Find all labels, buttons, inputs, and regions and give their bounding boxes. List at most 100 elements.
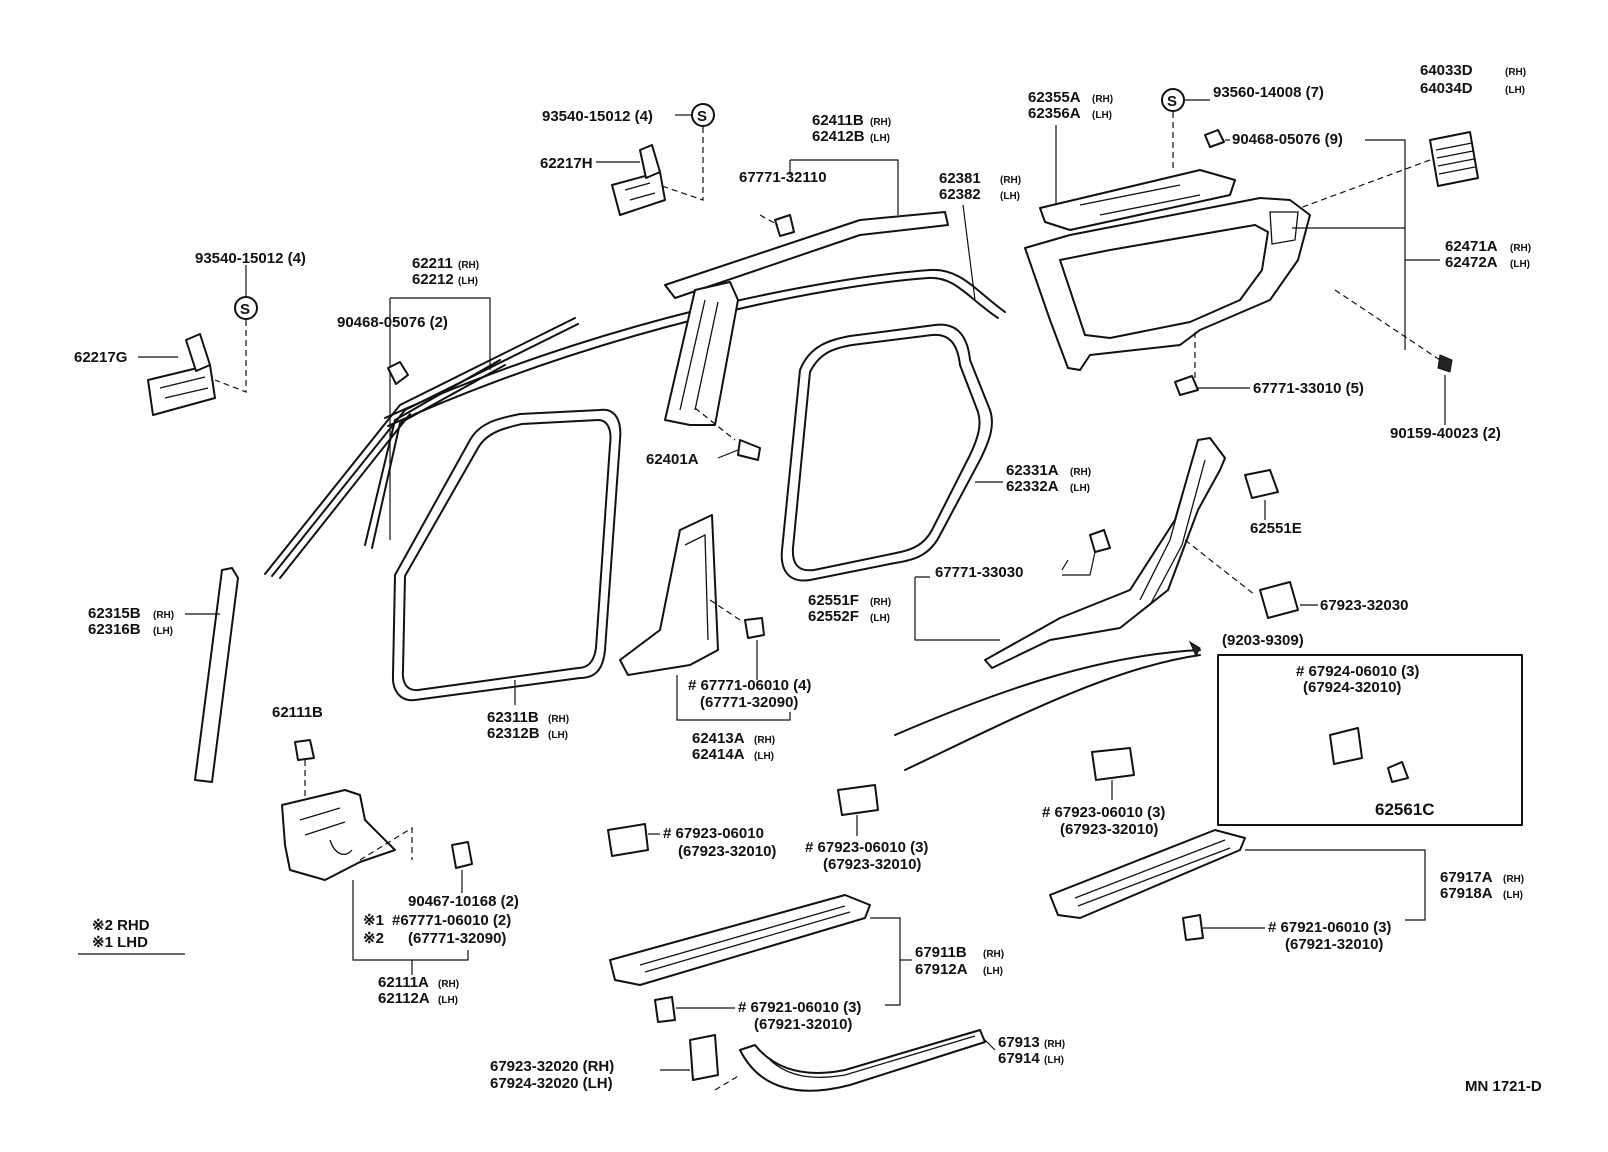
label-62401a: 62401A — [646, 451, 699, 468]
svg-text:(LH): (LH) — [548, 730, 568, 741]
svg-text:(RH): (RH) — [153, 610, 174, 621]
svg-text:(RH): (RH) — [1092, 94, 1113, 105]
svg-text:(LH): (LH) — [1503, 890, 1523, 901]
label-67923-c2: (67923-32010) — [1060, 821, 1158, 838]
label-67913: 67913 — [998, 1034, 1040, 1051]
label-93560-14008: 93560-14008 (7) — [1213, 84, 1324, 101]
label-67917a: 67917A — [1440, 869, 1493, 886]
clip-62561c-icon — [1387, 761, 1409, 783]
label-67921-a2: (67921-32010) — [754, 1016, 852, 1033]
screw-s-icon: S — [234, 296, 258, 320]
label-62552f: 62552F — [808, 608, 859, 625]
svg-text:(RH): (RH) — [1000, 175, 1021, 186]
label-67923-a2: (67923-32010) — [678, 843, 776, 860]
svg-text:(RH): (RH) — [1044, 1039, 1065, 1050]
label-62112a: 62112A — [378, 990, 430, 1007]
svg-text:(LH): (LH) — [438, 995, 458, 1006]
clip-67923-a-icon — [607, 823, 649, 857]
label-note2: ※2 — [363, 930, 384, 947]
label-62381: 62381 — [939, 170, 981, 187]
label-67924-32020: 67924-32020 (LH) — [490, 1075, 613, 1092]
label-62355a: 62355A — [1028, 89, 1081, 106]
label-62217g: 62217G — [74, 349, 127, 366]
clip-67923-32020-icon — [689, 1034, 719, 1081]
label-67914: 67914 — [998, 1050, 1040, 1067]
clip-67771-33010-icon — [1174, 375, 1199, 396]
clip-90468-9-icon — [1204, 129, 1225, 148]
svg-text:(RH): (RH) — [870, 117, 891, 128]
label-93540-15012-top: 93540-15012 (4) — [542, 108, 653, 125]
label-67771-32090b: (67771-32090) — [408, 930, 506, 947]
label-box-range: (9203-9309) — [1222, 632, 1304, 649]
svg-text:(LH): (LH) — [870, 613, 890, 624]
label-67771-33010: 67771-33010 (5) — [1253, 380, 1364, 397]
svg-text:(LH): (LH) — [458, 276, 478, 287]
svg-text:(RH): (RH) — [1503, 874, 1524, 885]
label-67771-32090: (67771-32090) — [700, 694, 798, 711]
label-67923-a1: # 67923-06010 — [663, 825, 764, 842]
label-62414a: 62414A — [692, 746, 745, 763]
label-62331a: 62331A — [1006, 462, 1059, 479]
legend-rhd: ※2 RHD — [92, 917, 150, 934]
svg-text:(LH): (LH) — [1092, 110, 1112, 121]
screw-s-icon: S — [1161, 88, 1185, 112]
label-62211: 62211 — [412, 255, 453, 272]
label-box-line1: # 67924-06010 (3) — [1296, 663, 1419, 680]
label-62472a: 62472A — [1445, 254, 1498, 271]
label-67923-c1: # 67923-06010 (3) — [1042, 804, 1165, 821]
label-62413a: 62413A — [692, 730, 745, 747]
svg-text:(LH): (LH) — [153, 626, 173, 637]
clip-62401a-icon — [737, 439, 761, 461]
svg-text:S: S — [697, 108, 707, 125]
label-67923-b1: # 67923-06010 (3) — [805, 839, 928, 856]
clip-67771-06010-icon — [744, 617, 765, 639]
label-67923-32020: 67923-32020 (RH) — [490, 1058, 614, 1075]
label-67771-06010b: #67771-06010 (2) — [392, 912, 511, 929]
label-box-line2: (67924-32010) — [1303, 679, 1401, 696]
label-67918a: 67918A — [1440, 885, 1493, 902]
label-note1: ※1 — [363, 912, 384, 929]
label-62217h: 62217H — [540, 155, 593, 172]
label-62316b: 62316B — [88, 621, 141, 638]
svg-text:(LH): (LH) — [1510, 259, 1530, 270]
clip-62551e-icon — [1244, 469, 1279, 499]
svg-text:(LH): (LH) — [754, 751, 774, 762]
label-62551f: 62551F — [808, 592, 859, 609]
label-64034d: 64034D — [1420, 80, 1473, 97]
label-67771-32110: 67771-32110 — [739, 169, 827, 186]
svg-text:(LH): (LH) — [1070, 483, 1090, 494]
label-67911b: 67911B — [915, 944, 967, 961]
bracket-62217g — [147, 333, 216, 416]
svg-text:(LH): (LH) — [1044, 1055, 1064, 1066]
svg-text:(RH): (RH) — [1505, 67, 1526, 78]
label-90468-05076-9: 90468-05076 (9) — [1232, 131, 1343, 148]
clip-67923-c-icon — [1091, 747, 1135, 781]
vent-grille-64033d — [1429, 131, 1479, 187]
clip-67921-a-icon — [654, 996, 676, 1023]
label-93540-15012-left: 93540-15012 (4) — [195, 250, 306, 267]
label-67921-b1: # 67921-06010 (3) — [1268, 919, 1391, 936]
label-67923-32030: 67923-32030 — [1320, 597, 1408, 614]
label-90159-40023: 90159-40023 (2) — [1390, 425, 1501, 442]
svg-text:(LH): (LH) — [983, 966, 1003, 977]
label-62382: 62382 — [939, 186, 981, 203]
label-67912a: 67912A — [915, 961, 968, 978]
label-62212: 62212 — [412, 271, 454, 288]
variant-box — [1217, 654, 1523, 826]
label-62551e: 62551E — [1250, 520, 1302, 537]
label-62356a: 62356A — [1028, 105, 1081, 122]
svg-text:(RH): (RH) — [548, 714, 569, 725]
clip-67771-33030-icon — [1089, 529, 1111, 553]
label-90467-10168: 90467-10168 (2) — [408, 893, 519, 910]
label-62561c: 62561C — [1375, 800, 1435, 819]
label-90468-05076-2: 90468-05076 (2) — [337, 314, 448, 331]
label-62471a: 62471A — [1445, 238, 1498, 255]
legend-lhd: ※1 LHD — [92, 934, 148, 951]
clip-62111b-icon — [294, 739, 315, 761]
bolt-90159-icon — [1437, 354, 1453, 373]
label-62312b: 62312B — [487, 725, 540, 742]
clip-90467-icon — [451, 841, 473, 869]
label-67921-a1: # 67921-06010 (3) — [738, 999, 861, 1016]
